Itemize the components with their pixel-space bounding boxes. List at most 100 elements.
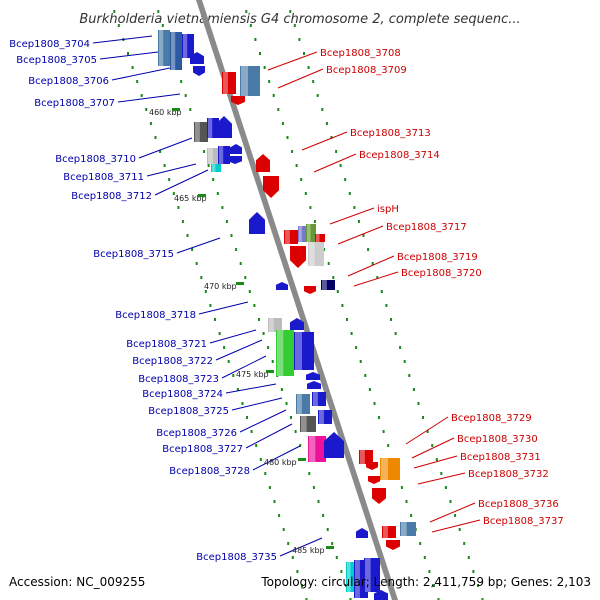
gene-label-left: Bcep1808_3728 <box>169 466 250 477</box>
guide-dot <box>426 430 429 433</box>
guide-dot <box>248 290 251 293</box>
guide-dot <box>405 500 408 503</box>
guide-dot <box>312 486 315 489</box>
guide-dot <box>249 24 252 27</box>
guide-dot <box>181 220 184 223</box>
gene-label-left: Bcep1808_3704 <box>9 39 90 50</box>
gene-feature-highlight <box>360 450 365 464</box>
guide-dot <box>214 318 216 321</box>
guide-dot <box>437 598 440 600</box>
guide-dot <box>431 444 434 447</box>
guide-dot <box>298 38 301 41</box>
gene-feature-arrow <box>368 476 380 484</box>
guide-dot <box>308 472 311 475</box>
guide-dot <box>177 206 180 209</box>
gene-label-right: Bcep1808_3719 <box>397 252 478 263</box>
scale-tick-label: 475 kbp <box>236 370 269 379</box>
label-leader-line <box>231 397 283 411</box>
guide-dot <box>212 178 215 181</box>
label-leader-line <box>337 225 384 245</box>
gene-feature-arrow <box>230 144 242 154</box>
guide-dot <box>331 542 334 545</box>
gene-label-right: ispH <box>377 204 399 215</box>
gene-label-left: Bcep1808_3711 <box>63 172 144 183</box>
guide-dot <box>304 192 307 195</box>
gene-feature-arrow <box>290 318 304 330</box>
gene-feature-highlight <box>171 32 176 70</box>
guide-dot <box>326 528 329 531</box>
guide-dot <box>180 80 183 83</box>
gene-feature-highlight <box>355 560 360 598</box>
guide-dot <box>346 318 348 321</box>
gene-feature-highlight <box>313 392 318 406</box>
gene-feature-highlight <box>401 522 407 536</box>
guide-dot <box>172 192 175 195</box>
guide-dot <box>163 164 166 167</box>
gene-feature-highlight <box>365 558 371 592</box>
guide-dot <box>250 430 253 433</box>
gene-feature-arrow <box>372 488 386 504</box>
guide-dot <box>277 108 280 111</box>
guide-dot <box>403 360 406 363</box>
guide-dot <box>323 248 326 251</box>
scale-tick-mark <box>236 282 244 285</box>
guide-dot <box>380 290 383 293</box>
guide-dot <box>296 570 299 573</box>
gene-feature-arrow <box>324 432 344 458</box>
gene-label-left: Bcep1808_3721 <box>126 339 207 350</box>
label-leader-line <box>279 537 323 557</box>
guide-dot <box>322 514 325 517</box>
guide-dot <box>410 514 413 517</box>
guide-dot <box>253 304 256 307</box>
label-leader-line <box>245 423 293 449</box>
guide-dot <box>184 94 187 97</box>
guide-dot <box>477 584 479 587</box>
label-leader-line <box>353 271 399 287</box>
label-leader-line <box>277 68 324 89</box>
gene-feature-highlight <box>219 146 224 164</box>
guide-dot <box>463 542 466 545</box>
label-leader-line <box>198 301 249 315</box>
label-leader-line <box>429 502 476 523</box>
guide-dot <box>368 388 371 391</box>
guide-dot <box>216 192 219 195</box>
guide-dot <box>131 66 134 69</box>
guide-dot <box>200 276 203 279</box>
label-leader-line <box>313 153 357 173</box>
guide-dot <box>221 206 224 209</box>
gene-label-left: Bcep1808_3727 <box>162 444 243 455</box>
guide-dot <box>382 430 385 433</box>
gene-feature-arrow <box>304 286 316 294</box>
gene-feature-arrow <box>216 116 232 138</box>
guide-dot <box>168 178 171 181</box>
gene-feature-highlight <box>347 562 351 592</box>
gene-label-right: Bcep1808_3730 <box>457 434 538 445</box>
guide-dot <box>263 66 266 69</box>
guide-dot <box>280 388 283 391</box>
guide-dot <box>145 108 148 111</box>
gene-feature <box>315 234 325 242</box>
gene-feature-highlight <box>285 230 290 244</box>
label-leader-line <box>92 35 153 44</box>
guide-dot <box>444 486 447 489</box>
gene-label-right: Bcep1808_3736 <box>478 499 559 510</box>
gene-feature-highlight <box>309 436 316 462</box>
gene-labels: Bcep1808_3704Bcep1808_3705Bcep1808_3706B… <box>9 39 564 563</box>
gene-label-left: Bcep1808_3726 <box>156 428 237 439</box>
label-leader-line <box>209 329 257 344</box>
guide-dot <box>385 304 388 307</box>
guide-dot <box>301 584 303 587</box>
gene-label-left: Bcep1808_3710 <box>55 154 136 165</box>
guide-dot <box>227 360 230 363</box>
guide-dot <box>203 150 206 153</box>
guide-dot <box>412 388 415 391</box>
guide-dot <box>113 10 116 13</box>
gene-feature-highlight <box>322 280 327 290</box>
label-leader-line <box>225 383 277 394</box>
gene-label-left: Bcep1808_3722 <box>132 356 213 367</box>
guide-dot <box>458 528 461 531</box>
guide-dot <box>367 248 370 251</box>
guide-dot <box>321 108 324 111</box>
guide-dot <box>378 416 380 419</box>
guide-dot <box>289 10 292 13</box>
